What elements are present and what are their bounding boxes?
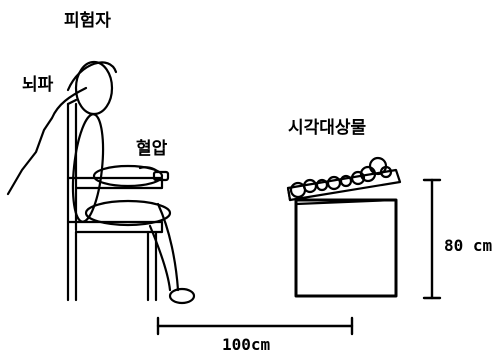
bp-monitor: [138, 166, 170, 182]
subject-figure: [66, 60, 196, 305]
subject-foot: [168, 287, 196, 305]
eeg-cap: [66, 61, 118, 92]
chair: [66, 98, 164, 302]
subject-head: [74, 60, 114, 116]
blood-pressure-label: 혈압: [136, 139, 168, 159]
subject-thigh: [84, 199, 172, 227]
subject-leg: [156, 202, 180, 292]
visual-object: [286, 156, 402, 202]
visual-object-label: 시각대상물: [288, 118, 367, 138]
distance-label: 100cm: [222, 335, 271, 354]
eeg-cable: [6, 86, 88, 196]
height-dimension: [422, 178, 442, 300]
eeg-label: 뇌파: [22, 75, 54, 95]
visual-object-box: [294, 198, 398, 298]
height-label: 80 cm: [444, 236, 493, 255]
subject-torso: [71, 113, 105, 223]
subject-arm: [92, 164, 164, 188]
distance-dimension: [156, 316, 354, 336]
subject-label: 피험자: [64, 11, 111, 31]
